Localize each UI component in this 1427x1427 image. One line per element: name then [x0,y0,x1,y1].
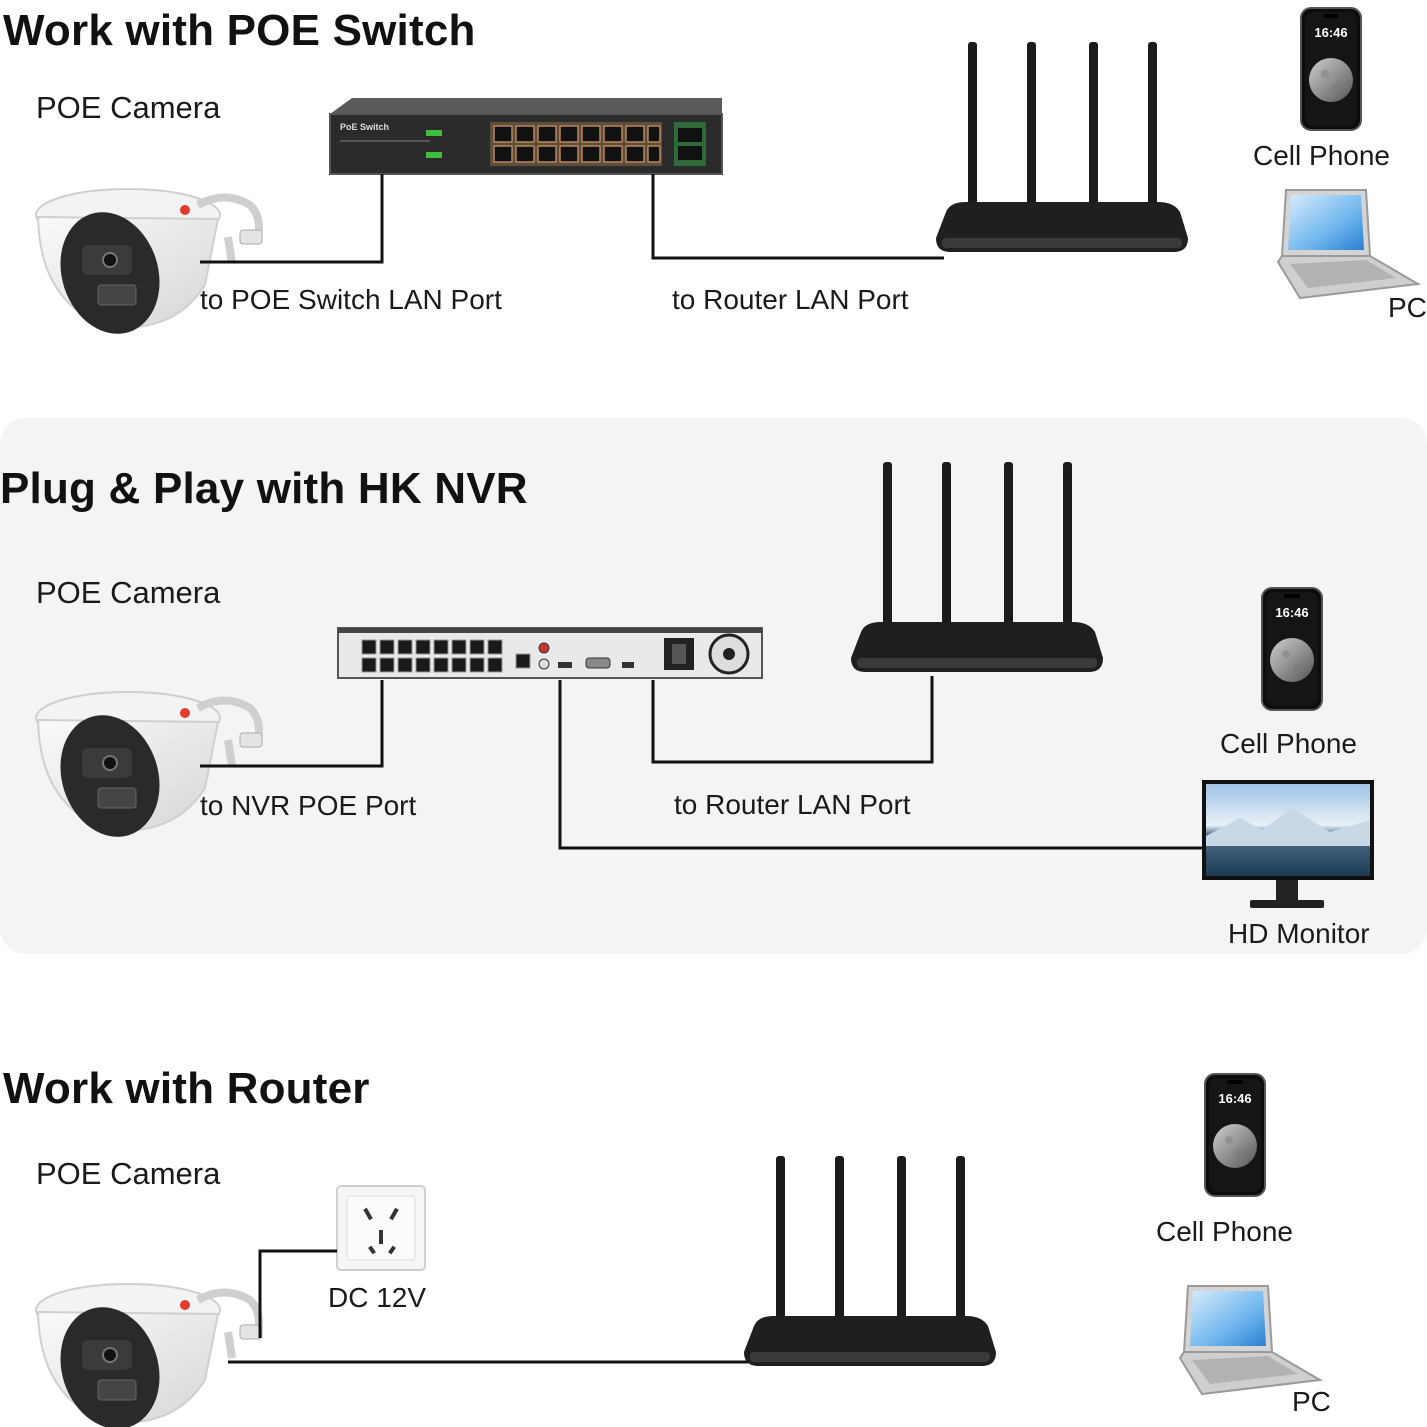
pc-3-label: PC [1292,1386,1331,1417]
pc-1-label: PC [1388,292,1427,323]
hd-monitor-icon [1202,780,1374,908]
phone-2-time: 16:46 [1275,605,1308,620]
to-router-label-2: to Router LAN Port [674,789,911,820]
poe-camera-1-icon [36,189,262,347]
switch-brand-text: PoE Switch [340,122,389,132]
nvr-to-monitor-line [558,680,1204,850]
nvr-section-panel [0,418,1427,954]
phone-3-label: Cell Phone [1156,1216,1293,1247]
section-1-title: Work with POE Switch [3,6,476,55]
phone-3-time: 16:46 [1218,1091,1251,1106]
pc-1-icon [1277,189,1419,299]
router-1-icon [936,42,1188,252]
dc-power-label: DC 12V [328,1282,427,1313]
camera-1-label: POE Camera [36,90,221,125]
poe-switch-icon [329,98,723,175]
nvr-icon [337,627,763,679]
switch-to-router-line [651,174,944,260]
phone-2-label: Cell Phone [1220,728,1357,759]
monitor-label: HD Monitor [1228,918,1370,949]
to-router-label-1: to Router LAN Port [672,284,909,315]
poe-camera-3-icon [36,1284,262,1427]
camera-to-switch-line [200,174,384,264]
nvr-to-router-line [651,676,934,764]
section-3-title: Work with Router [3,1064,370,1113]
section-2-title: Plug & Play with HK NVR [0,464,528,513]
to-switch-label: to POE Switch LAN Port [200,284,502,315]
camera-to-nvr-line [200,680,384,768]
to-nvr-label: to NVR POE Port [200,790,417,821]
poe-camera-2-icon [36,692,262,850]
router-2-icon [851,462,1103,672]
phone-1-time: 16:46 [1314,25,1347,40]
camera-3-label: POE Camera [36,1156,221,1191]
phone-1-label: Cell Phone [1253,140,1390,171]
camera-to-outlet-line [258,1249,337,1338]
camera-2-label: POE Camera [36,575,221,610]
router-3-icon [744,1156,996,1366]
pc-3-icon [1179,1285,1321,1395]
power-outlet-icon [336,1185,426,1271]
